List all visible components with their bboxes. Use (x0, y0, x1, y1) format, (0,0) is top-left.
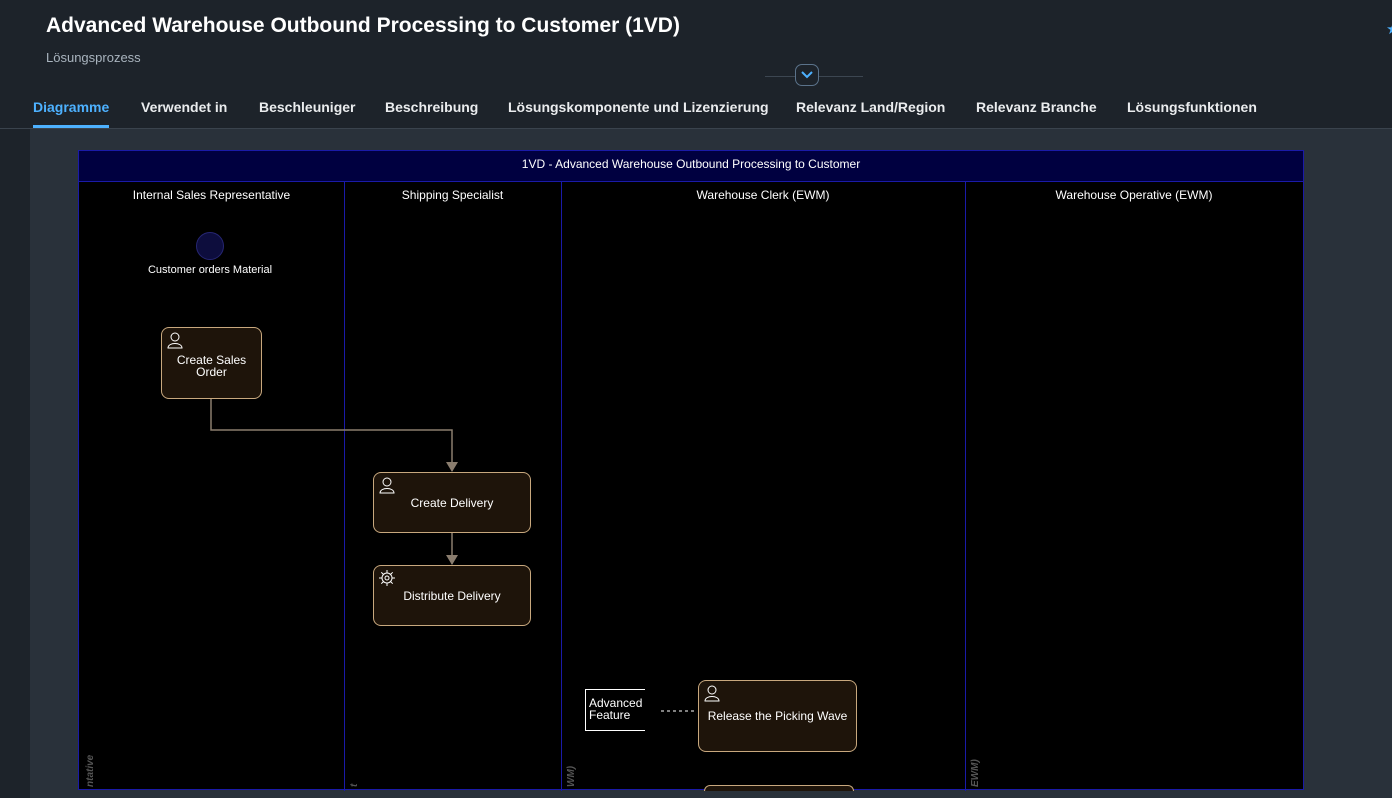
task-create-delivery[interactable]: Create Delivery (373, 472, 531, 533)
user-task-icon (379, 477, 395, 494)
lane-title-warehouse-clerk: Warehouse Clerk (EWM) (696, 188, 830, 202)
tab-beschreibung[interactable]: Beschreibung (385, 99, 479, 115)
left-gutter (0, 129, 30, 798)
tab-loesungskomponente[interactable]: Lösungskomponente und Lizenzierung (508, 99, 769, 115)
service-task-icon (379, 570, 395, 586)
tab-relevanz-land-region[interactable]: Relevanz Land/Region (796, 99, 946, 115)
start-event-label: Customer orders Material (147, 264, 273, 276)
tab-beschleuniger[interactable]: Beschleuniger (259, 99, 356, 115)
start-event[interactable] (196, 232, 224, 260)
lane-title-shipping-specialist: Shipping Specialist (401, 188, 504, 202)
tab-diagramme[interactable]: Diagramme (33, 90, 110, 128)
task-label: Create Sales Order (176, 353, 247, 379)
task-label: Distribute Delivery (403, 588, 501, 603)
text-annotation: Advanced Feature (589, 696, 643, 722)
task-release-picking-wave[interactable]: Release the Picking Wave (698, 680, 857, 752)
collapse-divider-right (819, 76, 863, 77)
page-header: Advanced Warehouse Outbound Processing t… (0, 0, 1392, 128)
pool-title: 1VD - Advanced Warehouse Outbound Proces… (79, 151, 1303, 182)
lane-title-warehouse-operative: Warehouse Operative (EWM) (1055, 188, 1213, 202)
sequence-flows (210, 399, 697, 712)
task-label: Create Delivery (410, 495, 494, 510)
favorite-star-icon[interactable]: ★ (1386, 20, 1392, 38)
user-task-icon (704, 685, 720, 702)
user-task-icon (167, 332, 183, 349)
page-title: Advanced Warehouse Outbound Processing t… (46, 14, 680, 37)
tab-loesungsfunktionen[interactable]: Lösungsfunktionen (1127, 99, 1257, 115)
tab-relevanz-branche[interactable]: Relevanz Branche (976, 99, 1097, 115)
tab-verwendet-in[interactable]: Verwendet in (141, 99, 228, 115)
task-partial-offscreen[interactable] (704, 785, 854, 791)
chevron-down-icon (801, 71, 813, 79)
collapse-header-button[interactable] (795, 64, 819, 86)
collapse-divider-left (765, 76, 795, 77)
lane-separator (561, 182, 562, 791)
lane-title-internal-sales: Internal Sales Representative (132, 188, 291, 202)
task-label: Release the Picking Wave (707, 709, 848, 723)
page-subtitle: Lösungsprozess (46, 50, 141, 65)
lane-separator (965, 182, 966, 791)
text-annotation-bracket (585, 689, 645, 731)
lane-separator (344, 182, 345, 791)
task-create-sales-order[interactable]: Create Sales Order (161, 327, 262, 399)
task-distribute-delivery[interactable]: Distribute Delivery (373, 565, 531, 626)
tab-bar: Diagramme Verwendet in Beschleuniger Bes… (0, 90, 1392, 129)
bpmn-pool: 1VD - Advanced Warehouse Outbound Proces… (78, 150, 1304, 791)
flow-sales-order-to-delivery (210, 399, 458, 472)
